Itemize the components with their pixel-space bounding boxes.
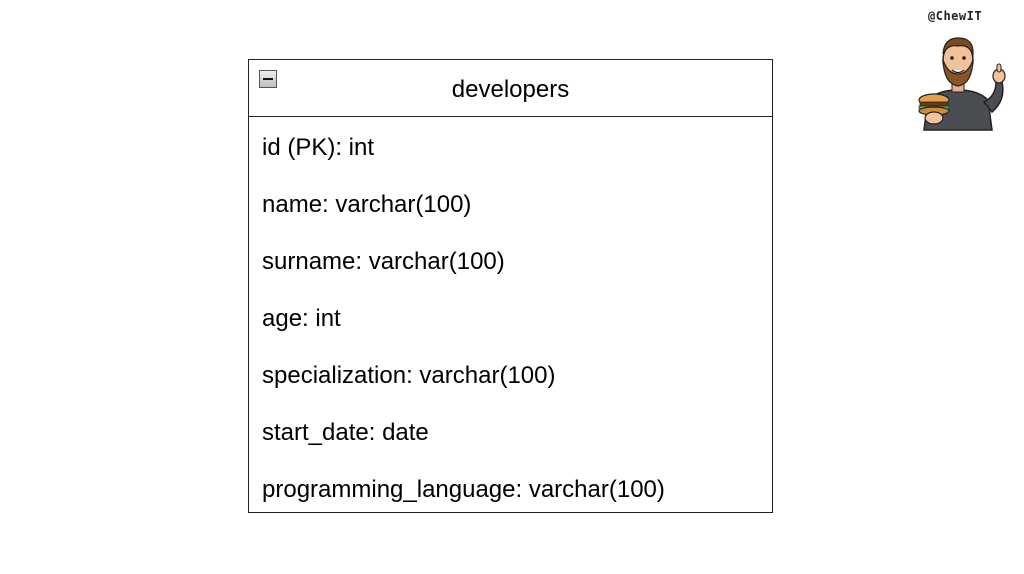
field-specialization: specialization: varchar(100) <box>262 362 556 389</box>
field-name: name: varchar(100) <box>262 191 472 218</box>
entity-title: developers <box>451 76 570 103</box>
minus-icon[interactable] <box>259 70 277 88</box>
field-start-date: start_date: date <box>262 419 429 446</box>
field-age: age: int <box>262 305 341 332</box>
entity-header: developers <box>249 60 772 117</box>
field-programming-language: programming_language: varchar(100) <box>262 476 665 503</box>
field-id: id (PK): int <box>262 134 375 161</box>
brand-handle: @ChewIT <box>928 9 983 23</box>
field-surname: surname: varchar(100) <box>262 248 505 275</box>
mascot-illustration <box>918 37 1006 131</box>
entity-fields: id (PK): int name: varchar(100) surname:… <box>249 117 772 532</box>
entity-table-developers[interactable]: developers id (PK): int name: varchar(10… <box>248 59 773 513</box>
